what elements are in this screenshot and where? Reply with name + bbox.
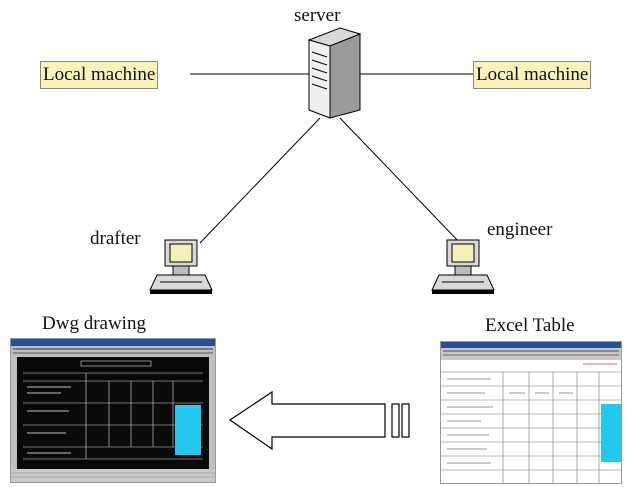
link-drafter (199, 117, 321, 244)
link-engineer (339, 117, 461, 244)
local-machine-right: Local machine (473, 61, 592, 89)
transfer-arrow (228, 390, 410, 451)
engineer-computer-icon (431, 239, 495, 294)
excel-caption: Excel Table (485, 315, 575, 336)
drafter-label: drafter (90, 228, 141, 249)
local-machine-left: Local machine (40, 61, 159, 89)
server-label: server (294, 5, 341, 26)
excel-table-image (441, 342, 621, 483)
dwg-drawing-image (11, 339, 215, 482)
engineer-label: engineer (487, 219, 553, 240)
dwg-drawing-thumbnail (10, 338, 216, 483)
drafter-computer-icon (149, 239, 213, 294)
server-icon (307, 27, 362, 119)
excel-table-thumbnail (440, 341, 622, 484)
dwg-caption: Dwg drawing (42, 313, 146, 334)
